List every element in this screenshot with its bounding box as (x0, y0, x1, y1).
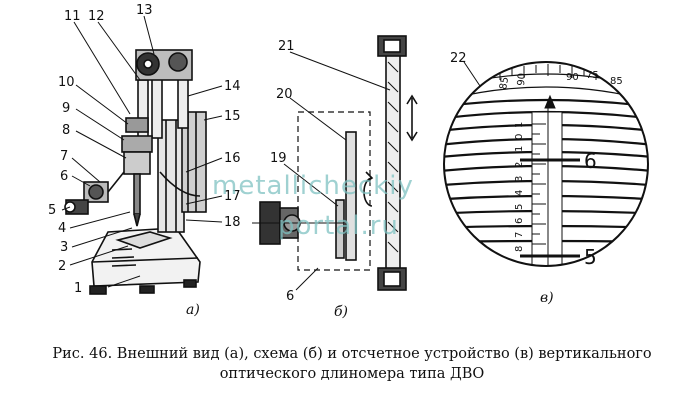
panel-label-c: в) (540, 290, 554, 306)
dial-number-90b: 90 (566, 72, 579, 83)
watermark-line2: portal.ru (278, 211, 399, 241)
panel-c-numbers: 85 90 75 90 85 1 0 1 2 3 4 5 6 7 8 6 5 (498, 70, 623, 269)
scale-number-0: 1 (514, 122, 525, 128)
callout-5: 5 (48, 203, 56, 218)
reading-number-5: 5 (584, 245, 597, 269)
reading-number-6: 6 (584, 149, 597, 173)
scale-number-2: 1 (514, 146, 525, 152)
panel-c-reading-field (443, 61, 649, 267)
dial-number-75: 75 (586, 70, 599, 81)
panel-label-a: а) (186, 302, 200, 318)
figure-illustration: 1 2 3 4 5 6 7 8 9 10 11 12 13 14 15 16 1… (48, 3, 649, 320)
callout-12: 12 (88, 9, 105, 24)
scale-number-3: 2 (514, 162, 525, 168)
scale-number-4: 3 (514, 176, 525, 182)
callout-6: 6 (60, 169, 68, 184)
scale-number-1: 0 (514, 134, 525, 140)
callout-2: 2 (58, 259, 66, 274)
callout-6b: 6 (286, 289, 294, 304)
callout-22: 22 (450, 51, 467, 66)
watermark-line1: metallicheckiy (212, 171, 414, 201)
callout-9: 9 (62, 101, 70, 116)
callout-4: 4 (58, 221, 66, 236)
callout-18: 18 (224, 215, 241, 230)
figure-caption: Рис. 46. Внешний вид (а), схема (б) и от… (8, 344, 696, 384)
callout-11: 11 (64, 9, 81, 24)
panel-a-leader-lines (61, 15, 223, 288)
callout-13: 13 (136, 3, 153, 18)
dial-number-85a: 85 (498, 76, 511, 90)
callout-20: 20 (276, 87, 293, 102)
scale-number-9: 8 (514, 246, 525, 252)
callout-19: 19 (270, 151, 287, 166)
callout-17: 17 (224, 189, 241, 204)
callout-1: 1 (74, 281, 82, 296)
caption-line1: Рис. 46. Внешний вид (а), схема (б) и от… (52, 346, 652, 362)
callout-14: 14 (224, 79, 241, 94)
dial-number-85b: 85 (610, 76, 623, 87)
callout-7: 7 (60, 149, 68, 164)
watermark: metallicheckiy portal.ru (212, 171, 414, 241)
panel-a-instrument-drawing (64, 49, 207, 295)
panel-a-callouts: 1 2 3 4 5 6 7 8 9 10 11 12 13 14 15 16 1… (48, 3, 241, 318)
scale-number-6: 5 (514, 204, 525, 210)
callout-3: 3 (60, 240, 68, 255)
callout-15: 15 (224, 109, 241, 124)
panel-label-b: б) (334, 304, 348, 320)
callout-21: 21 (278, 39, 295, 54)
callout-16: 16 (224, 151, 241, 166)
dial-number-90a: 90 (516, 73, 528, 87)
panel-c-callouts: 22 в) (450, 51, 554, 306)
scale-number-8: 7 (514, 232, 525, 238)
caption-line2: оптического длиномера типа ДВО (219, 366, 485, 382)
panel-b-callouts: 21 20 19 6 б) (270, 39, 348, 320)
callout-8: 8 (62, 123, 70, 138)
scale-number-7: 6 (514, 218, 525, 224)
scale-number-5: 4 (514, 190, 525, 196)
callout-10: 10 (58, 75, 75, 90)
panel-b-schematic (252, 35, 418, 291)
panel-b-leader-lines (283, 51, 391, 291)
